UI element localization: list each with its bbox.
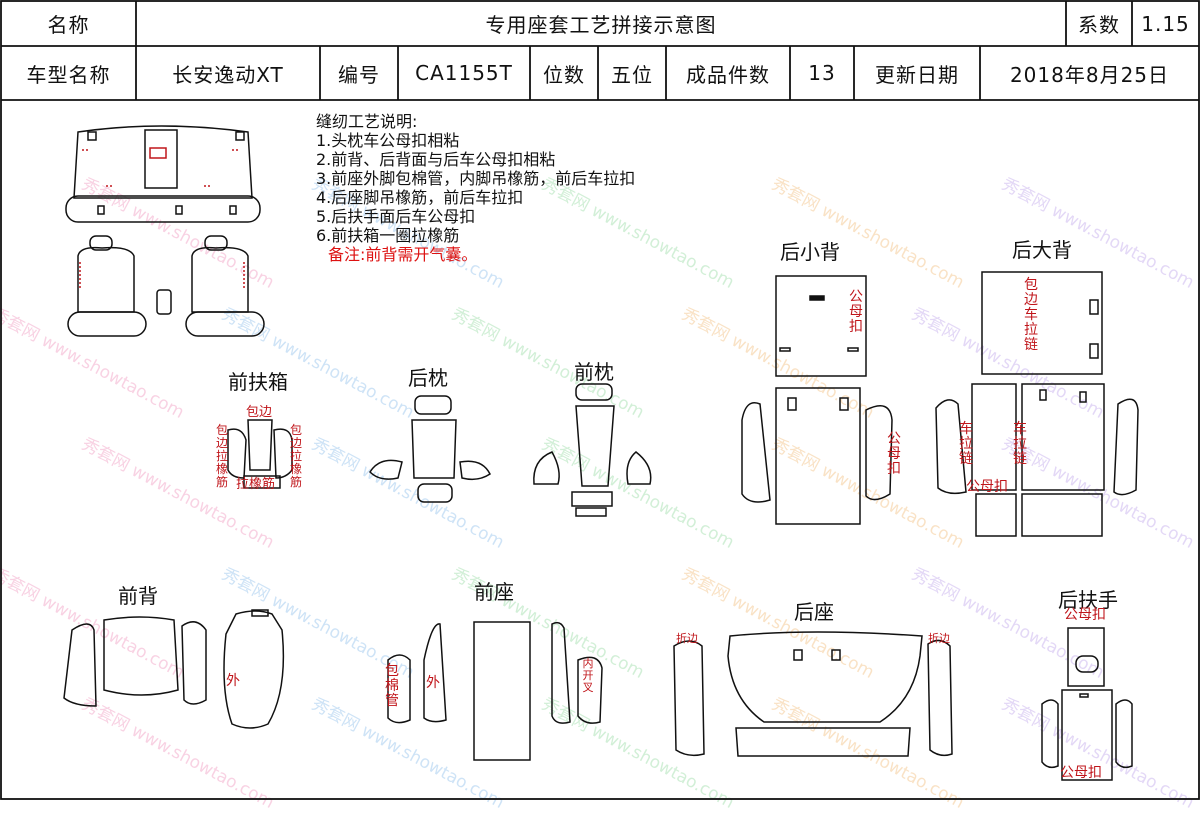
update-label: 更新日期 xyxy=(875,62,959,87)
front-back-pieces xyxy=(63,609,285,729)
note-item: 2.前背、后背面与后车公母扣相粘 xyxy=(316,150,556,169)
label-che-lalian-left: 车拉链 xyxy=(959,421,973,467)
label-baobian: 包边 xyxy=(246,405,273,420)
update-value: 2018年8月25日 xyxy=(1009,62,1170,87)
label-baobian-lajinjin-left: 包边拉橡筋 xyxy=(215,423,228,489)
front-seats-thumbnail xyxy=(67,235,265,337)
rear-headrest-pieces xyxy=(369,395,491,503)
section-front-seat: 前座 xyxy=(474,580,514,604)
label-zhebian-left: 折边 xyxy=(676,632,698,645)
section-rear-seat: 后座 xyxy=(794,600,834,624)
label-gongmukou-big-back: 公母扣 xyxy=(966,479,1008,495)
pieces-value: 13 xyxy=(808,61,836,85)
label-gongmukou-armrest-top: 公母扣 xyxy=(1064,607,1106,623)
notes-remark: 备注:前背需开气囊。 xyxy=(328,245,478,264)
note-item: 5.后扶手面后车公母扣 xyxy=(316,207,476,226)
seats-value: 五位 xyxy=(611,62,653,87)
label-zhebian-right: 折边 xyxy=(928,632,950,645)
sewing-notes: 缝纫工艺说明: 1.头枕车公母扣相粘 2.前背、后背面与后车公母扣相粘 3.前座… xyxy=(316,112,635,264)
rear-big-back-pieces xyxy=(935,271,1139,537)
seats-label: 位数 xyxy=(543,62,585,87)
label-bao-mianguan: 包棉管 xyxy=(385,663,399,709)
label-gongmukou-small-back-side: 公母扣 xyxy=(887,431,901,477)
rear-small-back-pieces xyxy=(741,275,893,525)
notes-heading: 缝纫工艺说明: xyxy=(316,112,418,131)
note-item: 6.前扶箱一圈拉橡筋 xyxy=(316,226,460,245)
section-front-headrest: 前枕 xyxy=(574,360,614,384)
code-label: 编号 xyxy=(338,62,380,87)
label-nei-kaicha: 内开叉 xyxy=(582,657,594,694)
coef-value: 1.15 xyxy=(1141,11,1190,36)
section-rear-small-back: 后小背 xyxy=(780,240,840,264)
front-seat-pieces xyxy=(387,621,603,761)
section-front-armbox: 前扶箱 xyxy=(228,370,288,394)
rear-bench-thumbnail xyxy=(65,125,261,223)
label-baobian-lajinjin-right: 包边拉橡筋 xyxy=(289,423,302,489)
label-wai-front-seat: 外 xyxy=(426,675,440,691)
label-lajinjin: 拉橡筋 xyxy=(236,477,276,492)
label-wai-front-back: 外 xyxy=(226,673,240,689)
front-armbox-pieces xyxy=(227,419,293,489)
note-item: 4.后座脚吊橡筋，前后车拉扣 xyxy=(316,188,524,207)
model-label: 车型名称 xyxy=(26,62,111,87)
section-rear-big-back: 后大背 xyxy=(1012,238,1072,262)
code-value: CA1155T xyxy=(415,61,513,85)
note-item: 1.头枕车公母扣相粘 xyxy=(316,131,460,150)
rear-seat-pieces xyxy=(673,631,953,757)
name-label: 名称 xyxy=(47,13,90,37)
front-headrest-pieces xyxy=(533,383,652,517)
model-value: 长安逸动XT xyxy=(172,62,284,87)
label-gongmukou-small-back: 公母扣 xyxy=(849,289,863,335)
note-item: 3.前座外脚包棉管，内脚吊橡筋，前后车拉扣 xyxy=(316,169,636,188)
page-title: 专用座套工艺拼接示意图 xyxy=(485,13,717,37)
rear-armrest-pieces xyxy=(1041,627,1133,781)
label-gongmukou-armrest-bottom: 公母扣 xyxy=(1060,765,1102,781)
section-rear-headrest: 后枕 xyxy=(408,366,448,390)
section-front-back: 前背 xyxy=(118,584,158,608)
coef-label: 系数 xyxy=(1078,13,1120,37)
section-rear-armrest: 后扶手 xyxy=(1058,588,1118,612)
label-baobian-che-lalian: 包边车拉链 xyxy=(1024,277,1038,353)
label-che-lalian-right: 车拉链 xyxy=(1013,421,1027,467)
pieces-label: 成品件数 xyxy=(686,62,770,87)
